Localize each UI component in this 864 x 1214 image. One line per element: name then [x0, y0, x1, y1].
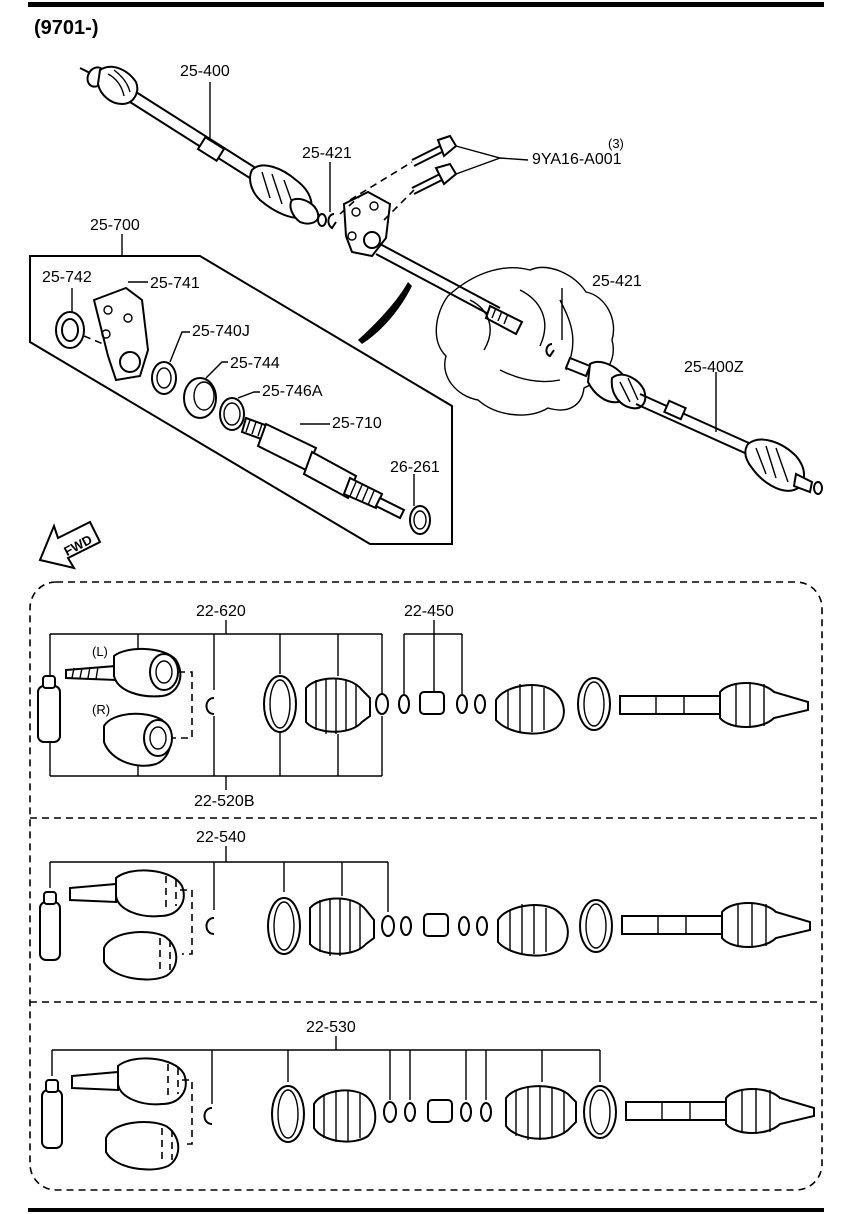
callout-25-746a: 25-746A — [262, 383, 323, 400]
bottom-border — [28, 1208, 824, 1212]
callout-22-520b: 22-520B — [194, 793, 255, 810]
model-code-header: (9701-) — [34, 17, 98, 39]
joint-shaft-assembly-box: 25-700 25-742 25-741 25-740J 25-744 — [29, 217, 453, 545]
callout-25-744: 25-744 — [230, 355, 280, 372]
oil-seal — [151, 361, 177, 395]
right-drive-shaft — [564, 356, 823, 495]
top-border — [28, 2, 824, 7]
label-R: (R) — [92, 702, 110, 717]
callout-22-620: 22-620 — [196, 603, 246, 620]
left-drive-shaft — [79, 65, 327, 227]
transaxle-outline — [435, 266, 615, 416]
circlip-upper — [327, 213, 337, 230]
callout-26-261: 26-261 — [390, 459, 440, 476]
callout-25-710: 25-710 — [332, 415, 382, 432]
upper-exploded-view: 25-400 25-421 (3) 9YA16-A001 25-421 25-4… — [79, 63, 823, 495]
callout-25-740j: 25-740J — [192, 323, 250, 340]
kits-panel — [29, 581, 823, 1191]
bolt-upper — [411, 134, 458, 167]
callout-25-741: 25-741 — [150, 275, 200, 292]
callout-25-421-upper: 25-421 — [302, 145, 352, 162]
circlip-right — [545, 343, 555, 358]
joint-shaft — [240, 416, 406, 520]
kit-row-3: 22-530 — [41, 1019, 815, 1171]
seal-26-261 — [409, 505, 431, 535]
assembly-arrow — [358, 282, 412, 344]
support-bracket — [342, 190, 392, 258]
callout-22-530: 22-530 — [306, 1019, 356, 1036]
bolt-lower — [411, 162, 458, 195]
kit-row-1: 22-620 22-520B 22-450 (L) (R) — [37, 603, 809, 810]
label-L: (L) — [92, 644, 108, 659]
callout-22-450: 22-450 — [404, 603, 454, 620]
dust-seal — [55, 311, 85, 349]
callout-25-421-right: 25-421 — [592, 273, 642, 290]
bearing — [183, 377, 217, 419]
callout-25-400: 25-400 — [180, 63, 230, 80]
callout-bolt-qty: (3) — [608, 136, 624, 151]
callout-9ya16-a001: 9YA16-A001 — [532, 151, 622, 168]
callout-22-540: 22-540 — [196, 829, 246, 846]
callout-25-700: 25-700 — [90, 217, 140, 234]
shaft-bracket — [92, 286, 150, 382]
callout-25-742: 25-742 — [42, 269, 92, 286]
callout-25-400z: 25-400Z — [684, 359, 744, 376]
kit-row-2: 22-540 — [39, 829, 811, 981]
fwd-arrow: FWD — [38, 520, 102, 570]
